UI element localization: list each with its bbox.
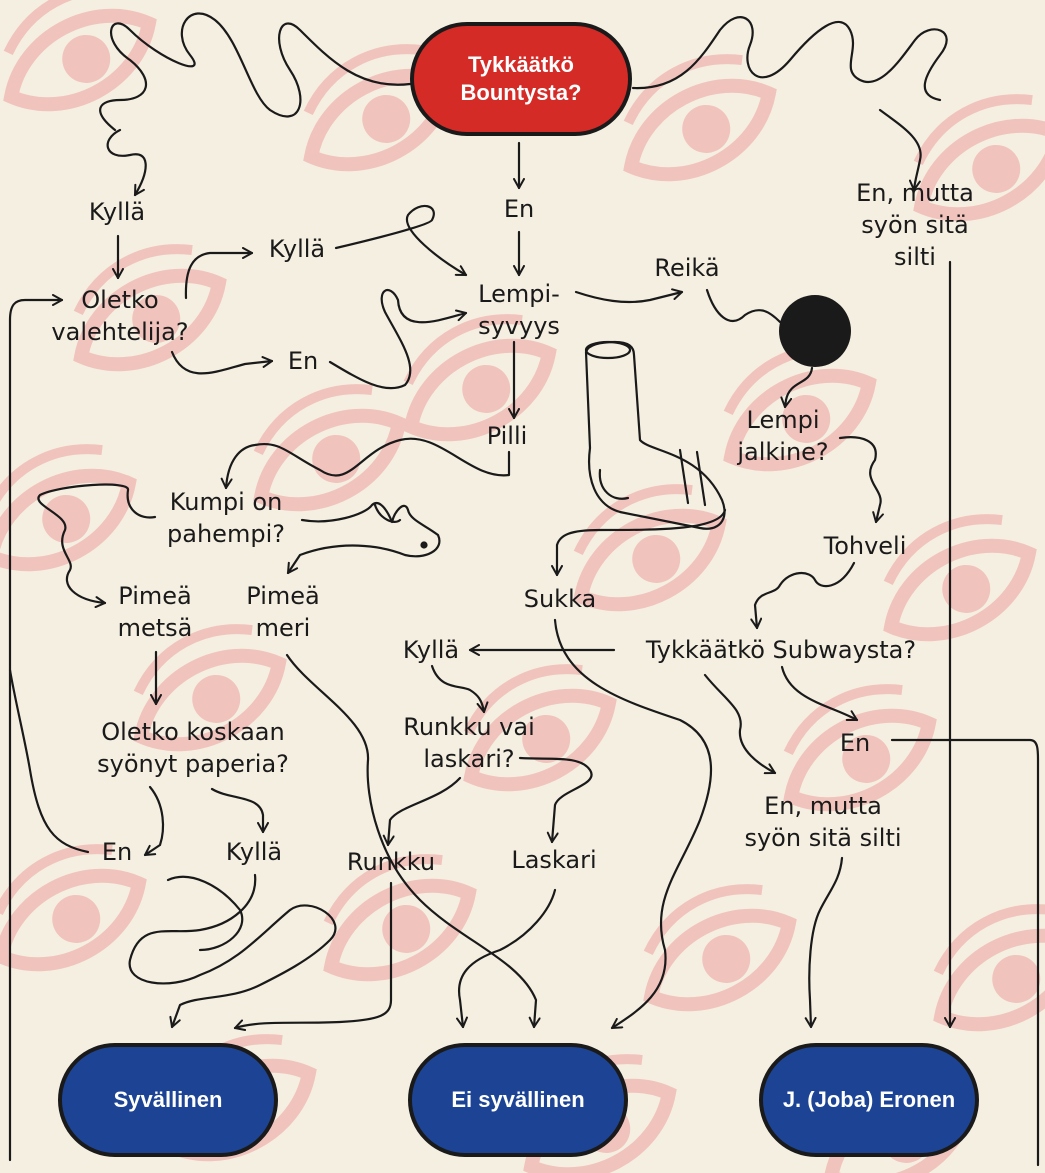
answer-kylla-paperi: Kyllä <box>225 838 283 866</box>
question-oletko-paperia: Oletko koskaan syönyt paperia? <box>97 718 289 778</box>
eye-motif <box>0 444 137 572</box>
eye-motif <box>913 94 1045 222</box>
answer-pilli: Pilli <box>486 422 528 450</box>
question-kumpi-pahempi: Kumpi on pahempi? <box>167 488 285 548</box>
result-syvallinen: Syvällinen <box>58 1043 278 1157</box>
arrow-pilli-kumpi <box>220 437 511 490</box>
arrow-laskari-ei <box>456 888 557 1029</box>
eye-motif <box>573 484 727 612</box>
eye-motif <box>3 0 157 112</box>
answer-en-2: En <box>287 347 319 375</box>
result-ei-syvallinen: Ei syvällinen <box>408 1043 628 1157</box>
arrow-oletko-kylla2 <box>184 247 254 300</box>
arrow-runkku-laskari <box>518 756 593 844</box>
result-eronen: J. (Joba) Eronen <box>759 1043 979 1157</box>
arrow-sukka-loop <box>551 508 727 577</box>
result-eronen-label: J. (Joba) Eronen <box>782 1087 956 1112</box>
sock-heel <box>598 468 630 500</box>
arrow-subway-enmutta <box>703 673 777 775</box>
squiggle-kylla-paperi <box>166 875 244 952</box>
arrow-start-kylla <box>106 128 147 197</box>
answer-kylla-top: Kyllä <box>88 198 146 226</box>
arrow-paperia-en <box>143 785 165 857</box>
arrow-jalkine-tohveli <box>838 436 884 524</box>
arrow-oletko-en2 <box>170 350 274 375</box>
arrow-lempi-reika <box>574 288 684 304</box>
arrow-kylla-syvallinen <box>128 873 337 1029</box>
top-left-squiggle <box>99 12 412 132</box>
answer-kylla-subway: Kyllä <box>402 636 460 664</box>
eye-motif <box>783 684 937 812</box>
sock-top <box>584 340 632 360</box>
eye-motif <box>933 904 1045 1032</box>
answer-kylla-2: Kyllä <box>268 235 326 263</box>
answer-runkku: Runkku <box>346 848 436 876</box>
arrow-start-en-mutta <box>878 108 922 192</box>
arrow-runkku-syvallinen <box>233 881 393 1032</box>
eye-motif <box>623 54 777 182</box>
eye-motif <box>0 844 147 972</box>
fish-fin <box>373 503 402 523</box>
question-lempisyvyys: Lempi- syvyys <box>478 280 560 340</box>
answer-reika: Reikä <box>654 254 720 282</box>
result-ei-syvallinen-label: Ei syvällinen <box>451 1087 585 1112</box>
question-lempi-jalkine: Lempi jalkine? <box>737 406 829 466</box>
arrow-subway-en <box>780 665 859 722</box>
arrow-hole-jalkine <box>780 366 814 409</box>
arrow-enmutta-eronen <box>804 856 844 1029</box>
answer-en-subway: En <box>839 729 871 757</box>
answer-en-mutta-subway: En, mutta syön sitä silti <box>744 792 902 852</box>
arrow-sukka-ei <box>553 618 713 1030</box>
line-en-oletko-loop <box>8 294 90 854</box>
eye-motif <box>643 884 797 1012</box>
question-oletko-valehtelija: Oletko valehtelija? <box>51 286 189 346</box>
line-reika-hole <box>705 288 782 324</box>
start-node-bounty: Tykkäätkö Bountysta? <box>410 22 632 136</box>
arrow-en2-lempi <box>328 289 468 390</box>
question-tykkaatko-subwaysta: Tykkäätkö Subwaysta? <box>645 636 917 664</box>
arrow-paperia-kylla <box>210 787 269 834</box>
top-right-squiggle <box>631 16 948 102</box>
answer-sukka: Sukka <box>523 585 597 613</box>
answer-laskari: Laskari <box>511 846 597 874</box>
eye-motif <box>323 854 477 982</box>
arrow-kylla2-lempi <box>334 204 468 277</box>
start-node-label: Tykkäätkö Bountysta? <box>460 52 582 105</box>
arrow-meri-ei <box>285 653 541 1029</box>
eye-motif <box>883 514 1037 642</box>
kumpi-fish-line <box>286 502 441 575</box>
arrow-kumpi-metsa <box>37 483 157 609</box>
answer-en-top: En <box>503 195 535 223</box>
arrow-runkku-runkku <box>382 776 462 847</box>
question-runkku-vai-laskari: Runkku vai laskari? <box>403 713 535 773</box>
fish-eye <box>420 541 428 549</box>
answer-en-mutta-top: En, mutta syön sitä silti <box>856 179 974 271</box>
arrow-tohveli-subway <box>750 561 856 630</box>
eye-motif <box>73 244 227 372</box>
answer-tohveli: Tohveli <box>823 532 907 560</box>
eye-motif <box>403 314 557 442</box>
eye-motif <box>133 624 287 752</box>
answer-pimea-metsa: Pimeä metsä <box>117 582 193 642</box>
answer-pimea-meri: Pimeä meri <box>246 582 320 642</box>
answer-en-paperi: En <box>101 838 133 866</box>
eye-motif <box>463 664 617 792</box>
arrow-kylla-runkku <box>430 664 489 714</box>
line-en-eronen-right <box>890 738 1040 1167</box>
result-syvallinen-label: Syvällinen <box>113 1087 223 1112</box>
hole-circle <box>779 295 851 367</box>
sock-toe-band <box>678 448 707 507</box>
